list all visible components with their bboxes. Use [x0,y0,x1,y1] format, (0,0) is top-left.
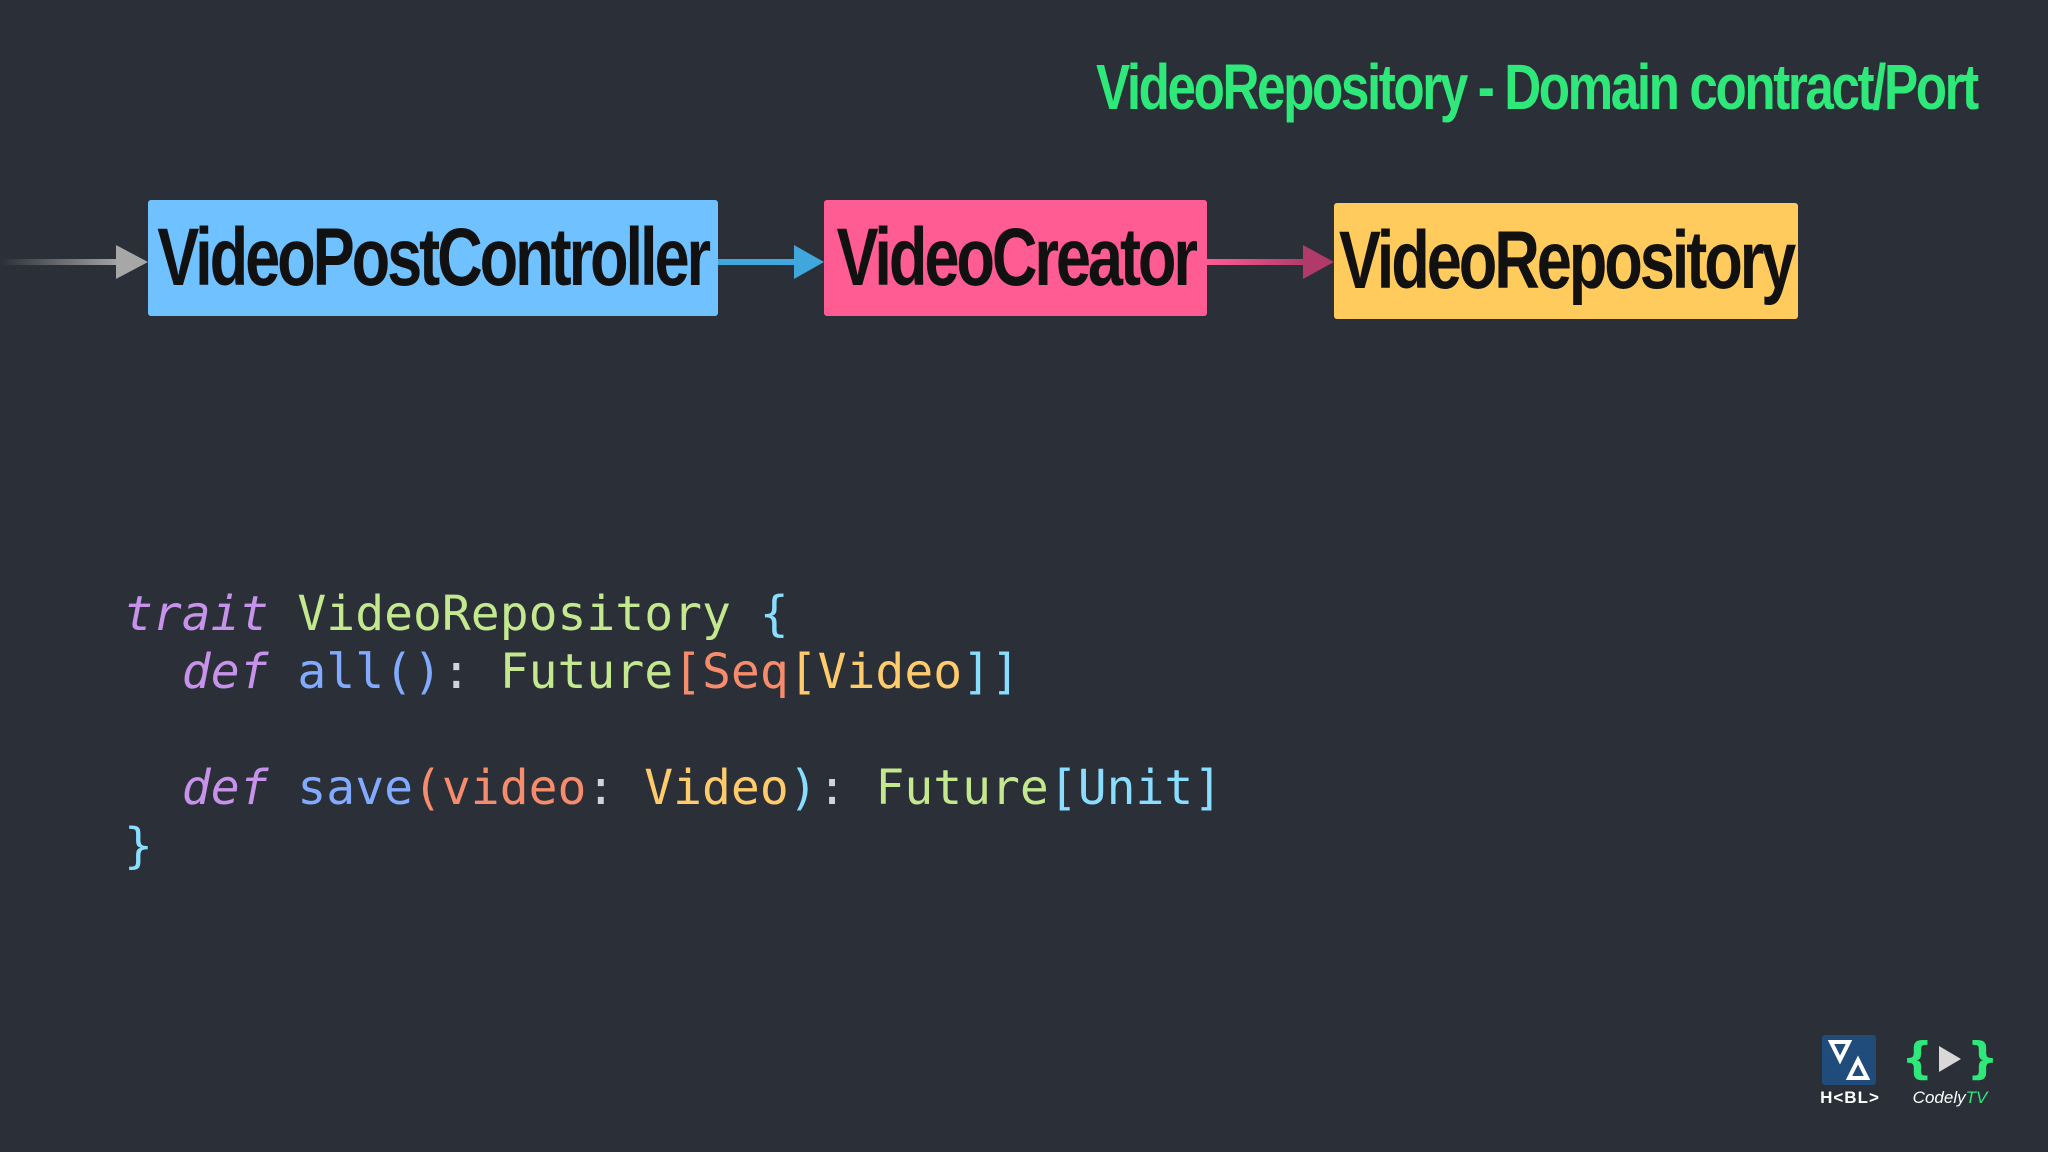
param-video: video [441,760,587,816]
method-all-parens: () [384,644,442,700]
close-paren: ) [788,760,818,816]
code-line-3: def save(video: Video): Future[Unit] [124,760,1222,816]
trait-name: VideoRepository [297,586,731,642]
bracket: [ [788,644,818,700]
open-paren: ( [413,760,442,816]
method-save: save [297,760,413,816]
unit-type: Unit [1077,760,1194,816]
method-all: all [297,644,385,700]
video-creator-node: VideoCreator [824,200,1207,316]
bracket: ] [1193,760,1223,816]
video-repository-node: VideoRepository [1334,203,1798,319]
codely-wordmark: CodelyTV [1904,1088,1996,1108]
def-keyword: def [181,644,269,700]
codely-brand: Codely [1912,1088,1966,1107]
code-block: trait VideoRepository { def all(): Futur… [124,585,1222,875]
trait-keyword: trait [124,586,269,642]
code-line-4: } [124,818,153,874]
return-colon: : [817,760,847,816]
video-post-controller-label: VideoPostController [157,212,712,303]
code-line-2: def all(): Future[Seq[Video]] [124,644,1020,700]
bracket: [ [1048,760,1078,816]
codely-logo-icon: {} [1901,1033,1999,1084]
def-keyword: def [181,760,269,816]
code-line-1: trait VideoRepository { [124,586,789,642]
video-post-controller-node: VideoPostController [148,200,718,316]
diagram-title: VideoRepository - Domain contract/Port [1096,51,1979,123]
return-colon: : [441,644,471,700]
video-repository-label: VideoRepository [1338,215,1796,306]
param-colon: : [586,760,616,816]
habla-logo-icon [1822,1035,1876,1085]
habla-wordmark: H<BL> [1820,1088,1880,1107]
video-creator-label: VideoCreator [836,212,1197,303]
video-type: Video [817,644,963,700]
incoming-arrow [0,245,148,279]
controller-to-creator-arrow [718,245,824,279]
future-type: Future [499,644,674,700]
play-icon [1939,1046,1961,1072]
closing-brackets: ]] [962,644,1020,700]
future-type: Future [875,760,1049,816]
open-brace: { [759,586,789,642]
param-type-video: Video [644,760,789,816]
bracket: [ [673,644,703,700]
seq-type: Seq [702,644,789,700]
close-brace: } [124,818,153,874]
brand-logos: H<BL> {} CodelyTV [1812,1032,2002,1112]
creator-to-repository-arrow [1207,245,1334,279]
codely-suffix: TV [1965,1088,1988,1107]
